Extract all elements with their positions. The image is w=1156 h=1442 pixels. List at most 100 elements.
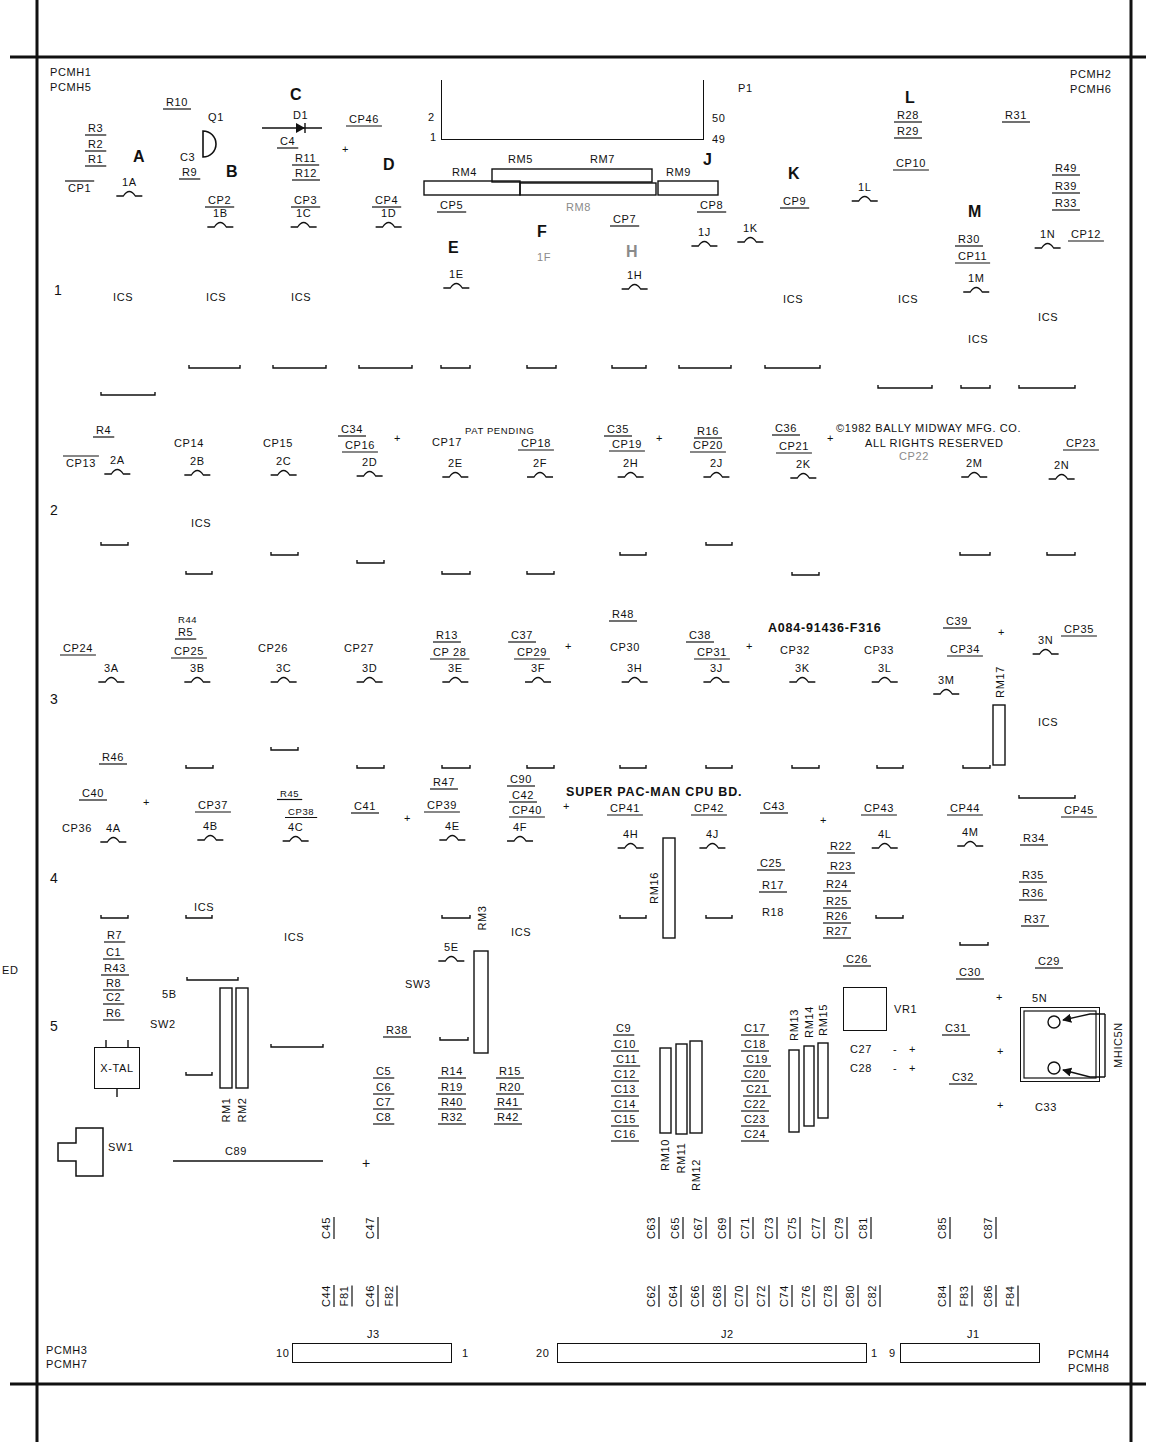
capacitor-notch-symbol xyxy=(527,473,553,478)
silkscreen-label: A xyxy=(133,148,145,166)
trace-line xyxy=(127,1040,128,1047)
part-reference-vertical: C74 xyxy=(778,1285,790,1307)
part-reference-vertical: C63 xyxy=(645,1217,657,1239)
mounting-hole xyxy=(1048,1062,1060,1074)
part-reference-vertical: C65 xyxy=(669,1217,681,1239)
silkscreen-bar xyxy=(509,816,545,817)
ic-outline-mark xyxy=(960,552,990,555)
capacitor-notch-symbol xyxy=(271,471,297,476)
silkscreen-bar xyxy=(1019,881,1047,882)
silkscreen-label: C17 xyxy=(744,1022,766,1034)
silkscreen-label: C11 xyxy=(616,1053,637,1065)
silkscreen-label: R13 xyxy=(436,629,458,641)
trace-line xyxy=(173,1160,323,1161)
trace-line xyxy=(105,1040,106,1047)
silkscreen-label: R3 xyxy=(88,122,103,134)
silkscreen-label: + xyxy=(909,1062,916,1074)
ic-outline-mark xyxy=(620,915,646,918)
capacitor-notch-symbol xyxy=(100,838,126,843)
silkscreen-label: CP14 xyxy=(174,437,204,449)
silkscreen-label: PCMH4 xyxy=(1068,1348,1110,1360)
silkscreen-label: R1 xyxy=(88,153,103,165)
silkscreen-bar xyxy=(609,450,645,451)
silkscreen-bar xyxy=(827,852,855,853)
capacitor-notch-symbol xyxy=(197,836,223,841)
ic-outline-mark xyxy=(186,915,212,918)
ic-outline-mark xyxy=(1047,552,1075,555)
silkscreen-bar xyxy=(1063,449,1099,450)
silkscreen-label: C22 xyxy=(744,1098,766,1110)
capacitor-notch-symbol xyxy=(703,473,729,478)
silkscreen-label: + xyxy=(565,640,572,652)
silkscreen-bar xyxy=(943,627,971,628)
part-reference-vertical: C84 xyxy=(936,1285,948,1307)
part-reference-vertical: RM10 xyxy=(659,1139,671,1171)
silkscreen-label: M xyxy=(968,203,982,221)
silkscreen-bar xyxy=(79,799,107,800)
silkscreen-label: R22 xyxy=(830,840,852,852)
capacitor-notch-symbol xyxy=(737,238,763,243)
silkscreen-bar xyxy=(757,869,785,870)
silkscreen-label: 3N xyxy=(1038,634,1053,646)
part-reference-vertical: C73 xyxy=(763,1217,775,1239)
silkscreen-bar xyxy=(508,641,536,642)
silkscreen-label: R9 xyxy=(182,166,197,178)
silkscreen-label: R28 xyxy=(897,109,919,121)
silkscreen-label: ICS xyxy=(191,517,211,529)
silkscreen-label: CP17 xyxy=(432,436,462,448)
silkscreen-label: 3H xyxy=(627,662,642,674)
ic-outline-mark xyxy=(271,747,298,750)
silkscreen-label: CP41 xyxy=(610,802,640,814)
capacitor-notch-symbol xyxy=(957,842,983,847)
silkscreen-bar xyxy=(724,1285,725,1307)
silkscreen-label: C10 xyxy=(614,1038,636,1050)
silkscreen-bar xyxy=(609,620,637,621)
silkscreen-bar xyxy=(377,1217,378,1239)
silkscreen-label: CP24 xyxy=(63,642,93,654)
silkscreen-label: 4F xyxy=(513,821,527,833)
silkscreen-bar xyxy=(835,1285,836,1307)
part-reference-vertical: C82 xyxy=(866,1285,878,1307)
ic-outline-mark xyxy=(706,542,732,545)
silkscreen-label: CP5 xyxy=(440,199,463,211)
resistor-network-outline xyxy=(658,181,718,195)
silkscreen-bar xyxy=(438,1123,466,1124)
silkscreen-label: CP31 xyxy=(697,646,727,658)
silkscreen-label: CP39 xyxy=(427,799,457,811)
silkscreen-label: 4C xyxy=(288,821,303,833)
silkscreen-label: R29 xyxy=(897,125,919,137)
component-label: MHIC5N xyxy=(1112,1022,1124,1068)
silkscreen-label: 4A xyxy=(106,822,121,834)
silkscreen-label: CP34 xyxy=(950,643,980,655)
silkscreen-bar xyxy=(893,169,929,170)
silkscreen-bar xyxy=(103,1019,124,1020)
silkscreen-label: 4B xyxy=(203,820,218,832)
silkscreen-bar xyxy=(277,799,302,800)
silkscreen-label: CP15 xyxy=(263,437,293,449)
silkscreen-bar xyxy=(433,641,461,642)
silkscreen-bar xyxy=(947,814,983,815)
silkscreen-label: + xyxy=(342,143,349,155)
silkscreen-label: 1 xyxy=(871,1347,878,1359)
part-reference-vertical: C46 xyxy=(364,1285,376,1307)
silkscreen-label: 2D xyxy=(362,456,377,468)
component-outline: MHIC5N xyxy=(1020,1007,1100,1082)
silkscreen-bar xyxy=(680,1285,681,1307)
silkscreen-label: 3K xyxy=(795,662,810,674)
silkscreen-bar xyxy=(373,1108,394,1109)
silkscreen-label: SW3 xyxy=(405,978,431,990)
silkscreen-label: RM7 xyxy=(590,153,615,165)
part-reference-vertical: RM11 xyxy=(675,1143,687,1174)
part-reference-vertical: F83 xyxy=(958,1286,970,1307)
part-reference-vertical: C76 xyxy=(800,1285,812,1307)
edge-connector-outline: P1 xyxy=(441,80,704,140)
silkscreen-bar xyxy=(894,121,922,122)
silkscreen-bar xyxy=(772,434,800,435)
silkscreen-bar xyxy=(494,1123,522,1124)
silkscreen-label: CP20 xyxy=(693,439,723,451)
silkscreen-bar xyxy=(823,1217,824,1239)
silkscreen-label: 1M xyxy=(968,272,984,284)
transistor-symbol xyxy=(203,131,216,157)
ic-outline-mark xyxy=(271,552,298,555)
silkscreen-label: 2A xyxy=(110,454,125,466)
